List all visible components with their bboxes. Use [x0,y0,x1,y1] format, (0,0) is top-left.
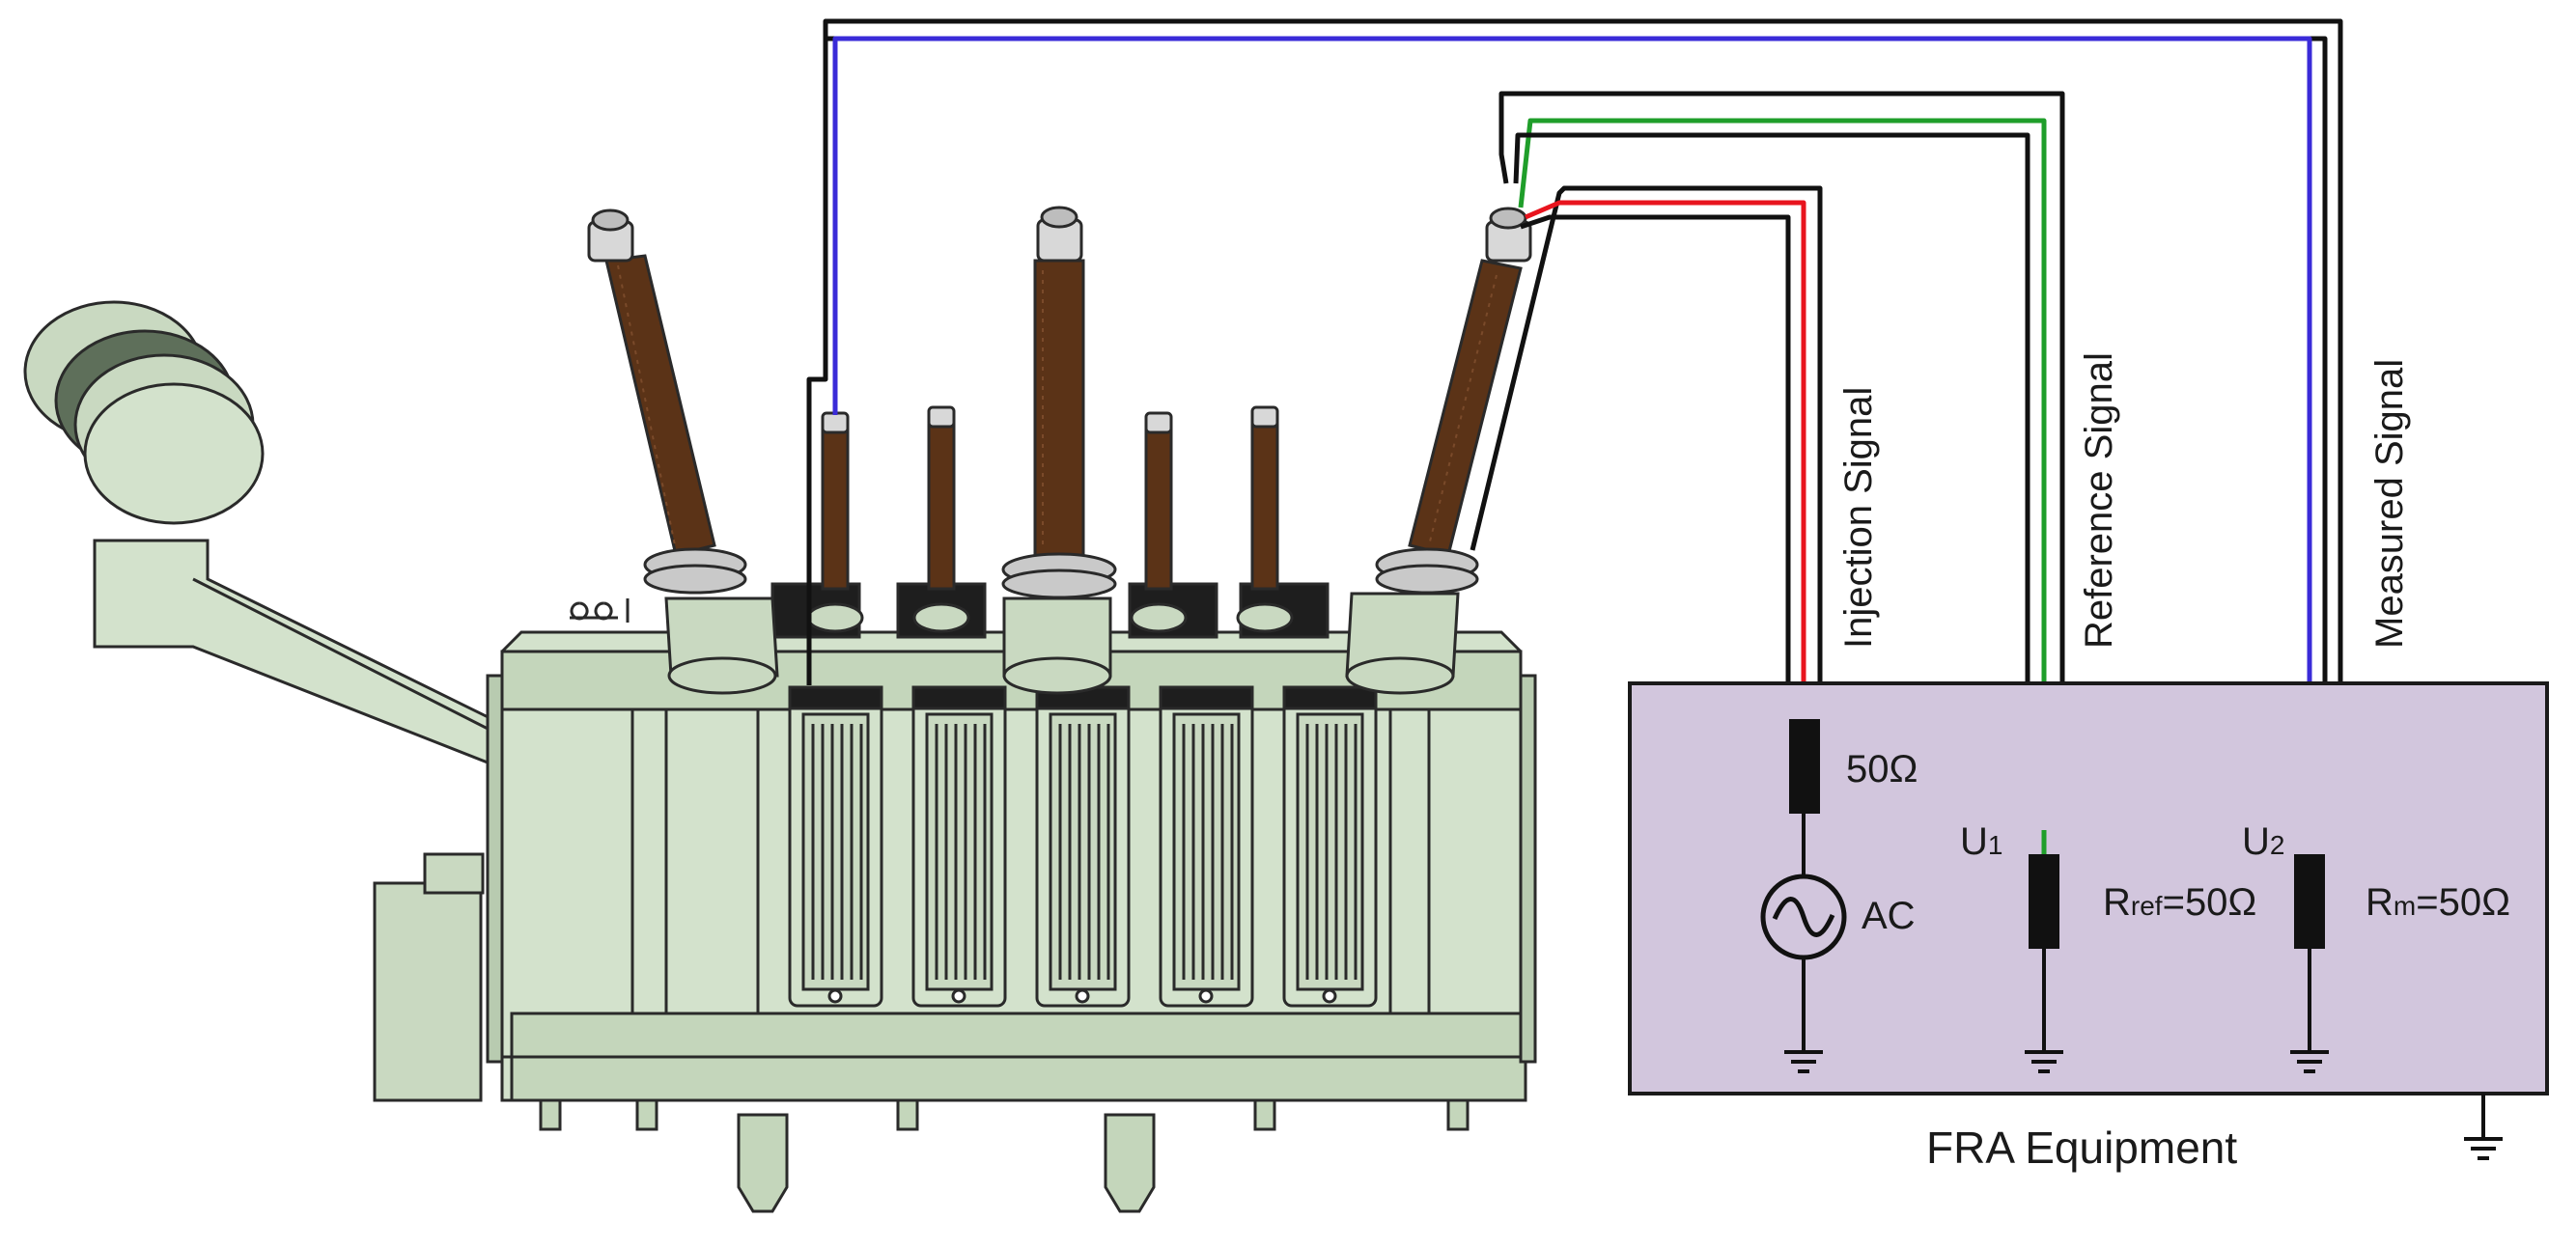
u1-label: U1 [1960,820,2002,863]
source-resistor-symbol [1789,719,1820,814]
injection-signal-label: Injection Signal [1837,387,1880,649]
hv-bushing-center [1001,206,1117,599]
hv-bushing-right [1375,207,1532,595]
measured-shield-cable [806,36,2328,685]
reference-signal-label: Reference Signal [2078,352,2120,649]
injection-shield-cable [1470,185,1823,683]
rm-value: =50Ω [2416,881,2510,924]
rref-label: Rref=50Ω [2103,881,2256,924]
lid-turrets [664,582,1460,695]
conservator-tank [23,300,524,764]
u1-main: U [1960,820,1988,863]
rm-sub: m [2394,891,2416,921]
reference-shield-cable [1498,91,2065,683]
fra-equipment-box [1628,681,2549,1095]
rm-resistor-symbol [2294,854,2325,949]
radiators [788,685,1378,1008]
rref-main: R [2103,881,2131,924]
rref-resistor-symbol [2029,854,2059,949]
ground-icon-measured [2290,1050,2329,1073]
rref-value: =50Ω [2163,881,2257,924]
u2-label: U2 [2242,820,2284,863]
ground-icon-reference [2025,1050,2063,1073]
rm-label: Rm=50Ω [2366,881,2510,924]
rm-main: R [2366,881,2394,924]
measured-signal-label: Measured Signal [2368,359,2411,649]
source-resistor-label: 50Ω [1846,748,1918,790]
lv-bushings [821,405,1279,591]
rref-sub: ref [2131,891,2163,921]
ac-source-label: AC [1862,895,1916,937]
power-transformer [23,206,1537,1213]
u1-sub: 1 [1988,830,2003,860]
injection-signal-wire [1525,200,1806,719]
u2-sub: 2 [2270,830,2285,860]
fra-equipment-title: FRA Equipment [1926,1123,2237,1173]
u2-main: U [2242,820,2270,863]
ground-icon-case [2464,1094,2503,1160]
fra-equipment [1628,681,2549,1160]
control-cabinet [373,881,483,1102]
ground-icon-source [1784,1050,1823,1073]
hv-bushing-left [587,208,747,595]
